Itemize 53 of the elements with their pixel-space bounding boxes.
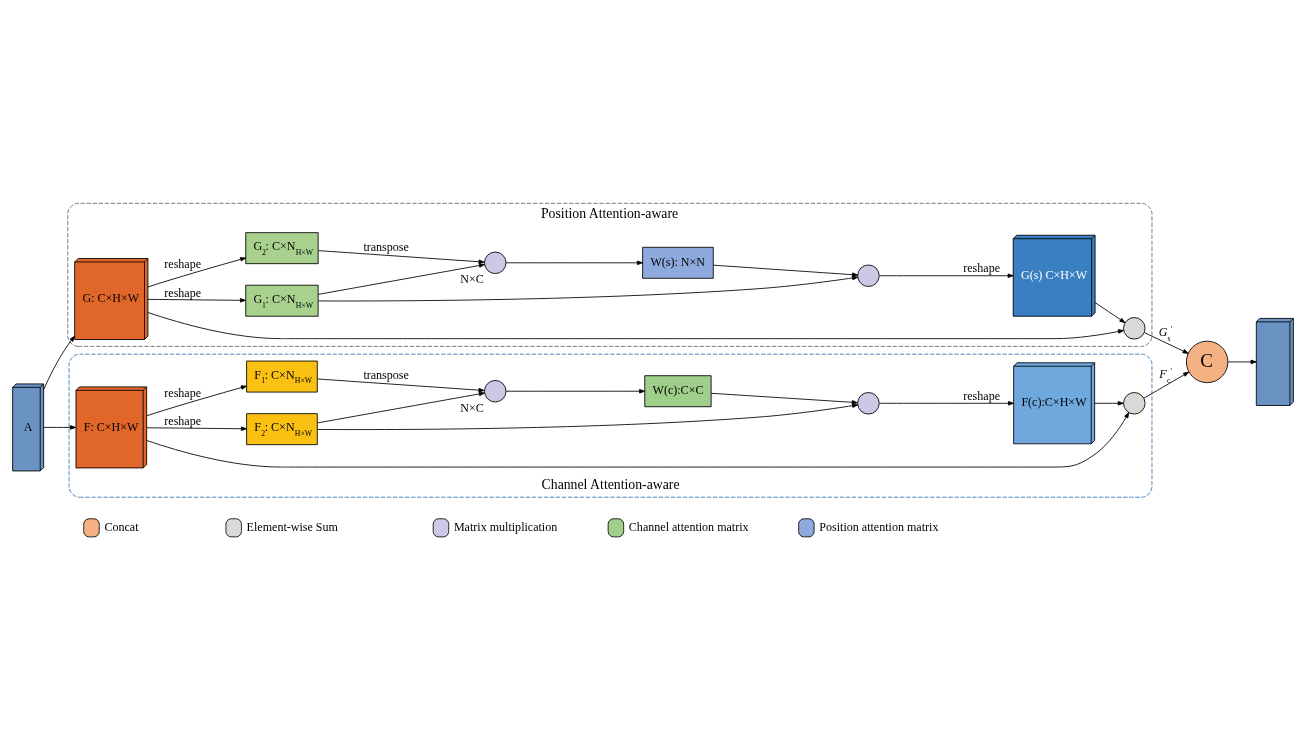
edge-label: reshape — [164, 285, 202, 300]
legend-label: Position attention matrix — [819, 520, 939, 535]
arrow — [43, 425, 77, 430]
legend-label: Matrix multiplication — [453, 520, 558, 535]
arrow — [879, 273, 1014, 278]
node-box: G$_{2}$: C×N$_{H×W}$ — [245, 232, 319, 265]
arrow — [1227, 359, 1257, 365]
arrow — [147, 312, 1124, 340]
node-circle: C — [1185, 340, 1229, 384]
arrow — [505, 260, 643, 266]
node-circle — [1123, 392, 1146, 415]
legend-label: Concat — [104, 520, 139, 535]
node-label: N×C — [460, 400, 484, 415]
arrow — [317, 378, 485, 393]
arrow — [147, 298, 247, 303]
node-circle — [857, 392, 880, 415]
edge-label: reshape — [164, 257, 202, 272]
arrow — [505, 389, 646, 394]
edge-label: reshape — [164, 414, 202, 428]
node-circle — [484, 380, 507, 403]
node-box: G$_{1}$: C×N$_{H×W}$ — [245, 284, 319, 317]
edge-label: transpose — [363, 368, 409, 383]
arrow — [1143, 371, 1190, 399]
arrow — [43, 335, 76, 390]
node-box: W(s): N×N — [642, 246, 714, 279]
node-circle — [1123, 317, 1146, 340]
arrow — [317, 391, 485, 424]
arrow — [146, 426, 247, 431]
edge-label: transpose — [363, 239, 409, 254]
edge-label: reshape — [963, 261, 1001, 276]
arrow — [317, 403, 859, 430]
arrow — [879, 401, 1015, 406]
arrow — [710, 392, 858, 405]
arrow — [146, 385, 247, 417]
arrow — [317, 263, 485, 295]
node-circle — [484, 251, 507, 274]
node-label: N×C — [460, 272, 484, 287]
node-box: F$_{2}$: C×N$_{H×W}$ — [246, 413, 318, 446]
arrow — [317, 275, 859, 302]
node-box: W(c):C×C — [644, 375, 712, 408]
arrow — [146, 412, 1130, 468]
arrow — [1094, 401, 1124, 406]
legend-label: Element-wise Sum — [246, 520, 338, 535]
arrow — [147, 257, 247, 288]
arrow — [1094, 302, 1126, 324]
arrow — [317, 250, 485, 264]
legend-label: Channel attention matrix — [628, 520, 749, 535]
node-box: F$_{1}$: C×N$_{H×W}$ — [246, 360, 318, 393]
edge-label: reshape — [963, 389, 1001, 404]
arrow — [713, 264, 859, 277]
arrow — [1144, 332, 1189, 354]
edge-label: reshape — [164, 385, 202, 400]
node-circle — [857, 264, 880, 287]
